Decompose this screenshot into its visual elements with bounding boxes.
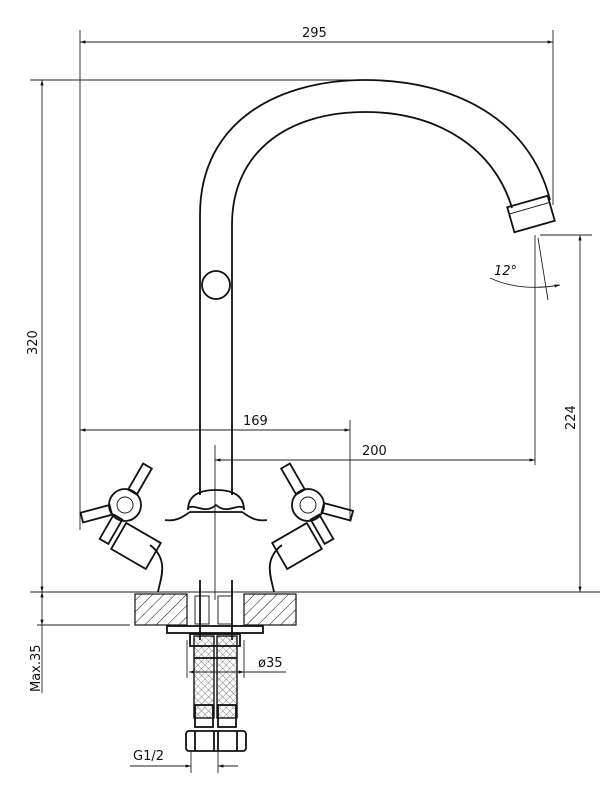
spout-reach-label: 200 <box>362 444 387 459</box>
counter-section <box>134 593 297 634</box>
dimension-overall-width: 295 <box>79 26 554 530</box>
dimension-handle-span: 169 <box>79 414 351 520</box>
dimension-spout-angle: 12° <box>489 237 561 301</box>
aerator-nozzle <box>506 194 556 234</box>
mounting-flange <box>166 625 264 634</box>
left-cross-handle <box>79 462 163 571</box>
overall-width-label: 295 <box>302 26 327 41</box>
dimension-thread: G1/2 <box>130 749 238 773</box>
spout-angle-label: 12° <box>494 264 517 279</box>
spout <box>199 79 556 495</box>
dimension-spout-height: 224 <box>540 234 592 592</box>
hose-nut <box>185 730 247 752</box>
swivel-ring <box>201 270 231 300</box>
dimension-overall-height: 320 <box>26 79 600 593</box>
thread-label: G1/2 <box>133 749 164 764</box>
dimension-counter-thickness: Max.35 <box>29 592 130 693</box>
spout-height-label: 224 <box>564 405 579 430</box>
handle-span-label: 169 <box>243 414 268 429</box>
hole-diameter-label: ø35 <box>258 656 283 671</box>
dimension-spout-reach: 200 <box>214 235 536 600</box>
dimension-hole-diameter: ø35 <box>186 640 286 678</box>
overall-height-label: 320 <box>26 330 41 355</box>
counter-thickness-label: Max.35 <box>29 644 44 692</box>
faucet-body <box>149 489 283 640</box>
supply-hoses <box>185 633 247 752</box>
right-cross-handle <box>270 462 355 571</box>
